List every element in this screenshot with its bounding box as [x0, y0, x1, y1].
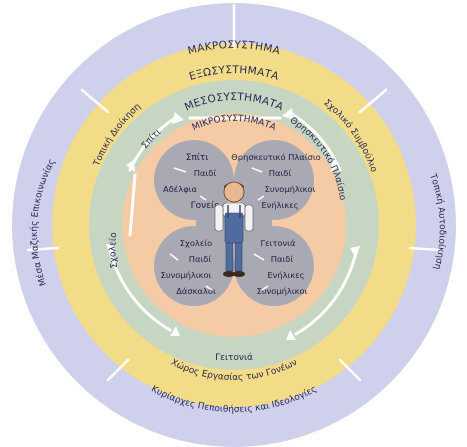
outer-spokes	[26, 3, 442, 382]
leaf-religious	[234, 140, 314, 220]
arrow-heads	[106, 108, 360, 340]
leaf-religious-title: Θρησκευτικό Πλαίσιο	[231, 152, 320, 162]
leaf-school-title: Σχολείο	[180, 238, 212, 248]
meso-item-school: Σχολείο	[108, 231, 120, 268]
leaf-home-child: Παιδί	[194, 168, 217, 178]
leaf-home-siblings: Αδέλφια	[163, 184, 197, 194]
leaf-home-parents: Γονείς	[191, 201, 220, 211]
micro-leaves	[154, 140, 314, 306]
leaf-arrows	[169, 167, 269, 291]
leaf-neighborhood-adults: Ενήλικες	[267, 270, 304, 280]
meso-item-neighborhood: Γειτονιά	[215, 353, 253, 363]
leaf-school-peers: Συνομήλικοι	[161, 270, 212, 280]
leaf-neighborhood-title: Γειτονιά	[261, 238, 296, 248]
leaf-school	[154, 226, 234, 306]
leaf-religious-peers: Συνομήλικοι	[265, 184, 316, 194]
child-figure-icon	[214, 181, 254, 277]
leaf-school-child: Παιδί	[189, 254, 212, 264]
leaf-home	[154, 140, 234, 220]
leaf-religious-child: Παιδί	[269, 168, 292, 178]
leaf-school-teachers: Δάσκαλοι	[176, 286, 216, 296]
leaf-neighborhood-peers: Συνομήλικοι	[257, 286, 308, 296]
leaf-home-title: Σπίτι	[186, 153, 209, 163]
leaf-religious-adults: Ενήλικες	[261, 200, 298, 210]
leaf-neighborhood-child: Παιδί	[271, 254, 294, 264]
leaf-neighborhood	[234, 226, 314, 306]
